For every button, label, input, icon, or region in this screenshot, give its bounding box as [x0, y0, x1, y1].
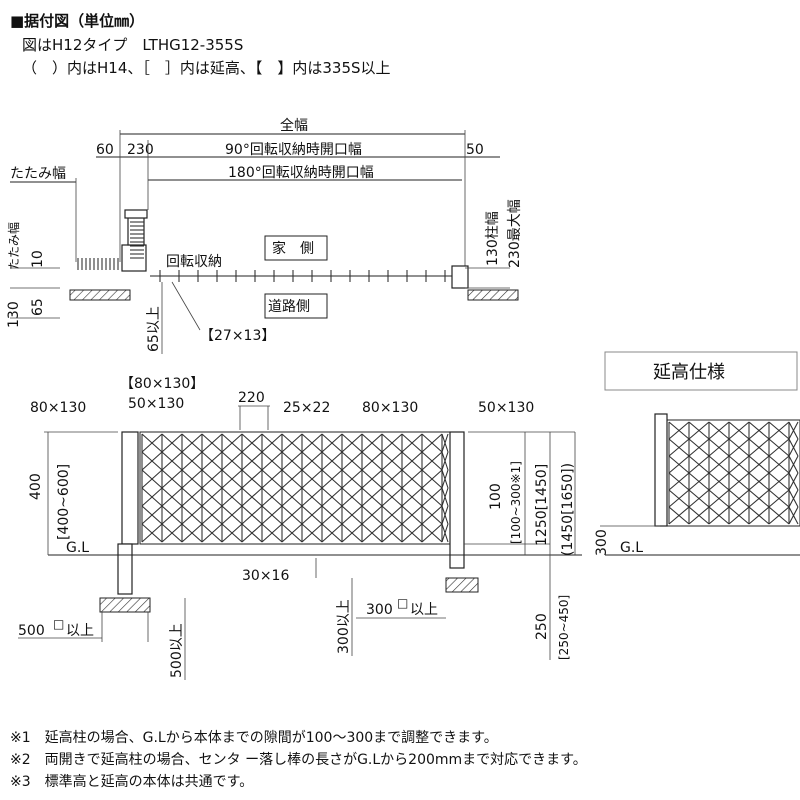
dim-1450: (1450[1650]) — [560, 463, 576, 556]
dim-fold-width-vertical: たたみ幅 — [6, 222, 21, 270]
lattice-body — [141, 433, 449, 543]
header-title: ■据付図（単位㎜） — [10, 12, 144, 30]
label-road-side-box — [264, 293, 328, 319]
dim-80x130-right: 80×130 — [362, 400, 418, 416]
dim-full-width: 全幅 — [280, 117, 308, 134]
elev-right-post — [449, 431, 465, 569]
dim-300-min-h: 300 — [366, 602, 393, 618]
label-house-side: 家 側 — [272, 240, 314, 257]
plan-right-post — [451, 265, 469, 289]
label-rotate-store: 回転収納 — [166, 254, 222, 270]
plan-hatch-left — [69, 289, 131, 301]
front-elevation: 【80×130】 80×130 50×130 220 25×22 80×130 … — [18, 376, 582, 680]
extension-title-box — [604, 351, 798, 391]
dim-max-width-230: 230最大幅 — [507, 199, 523, 268]
dim-500-min-h: 500 — [18, 623, 45, 639]
dim-post-width-130: 130柱幅 — [485, 211, 501, 266]
dim-130-left: 130 — [6, 301, 22, 328]
dim-50x130-left: 50×130 — [128, 396, 184, 412]
extension-gl-label: G.L — [620, 540, 643, 556]
dim-1250: 1250[1450] — [534, 464, 550, 546]
dim-100: 100 — [488, 483, 504, 510]
dim-65-min: 65以上 — [146, 306, 162, 352]
dim-500-min-h-suffix: 以上 — [66, 623, 94, 639]
footnotes: ※1 延高柱の場合、G.Lから本体までの隙間が100～300まで調整できます。 … — [10, 729, 587, 790]
dim-25x22: 25×22 — [283, 400, 330, 416]
plan-hatch-right — [467, 289, 519, 301]
elev-left-post — [121, 431, 139, 545]
note-1: ※1 延高柱の場合、G.Lから本体までの隙間が100～300まで調整できます。 — [10, 729, 498, 746]
dim-bracket-27x13: 【27×13】 — [200, 328, 275, 344]
dim-80x130-left: 80×130 — [30, 400, 86, 416]
header-legend: （ ）内はH14、［ ］内は延高、【 】内は335S以上 — [22, 59, 391, 77]
dim-bracket-80x130: 【80×130】 — [120, 376, 204, 392]
dim-50-top: 50 — [466, 142, 484, 158]
dim-50x130-right: 50×130 — [478, 400, 534, 416]
header-model: 図はH12タイプ LTHG12-355S — [22, 36, 243, 54]
dim-250-450: [250~450] — [557, 595, 571, 660]
dim-30x16: 30×16 — [242, 568, 289, 584]
dim-10: 10 — [30, 250, 46, 268]
dim-open-90: 90°回転収納時開口幅 — [225, 142, 362, 158]
label-house-side-box — [264, 235, 328, 261]
dim-60: 60 — [96, 142, 114, 158]
dim-300-min-h-square: □ — [397, 596, 408, 610]
plan-view: 全幅 60 230 90°回転収納時開口幅 50 180°回転収納時開口幅 たた… — [6, 117, 523, 354]
folded-lattice-stack — [77, 217, 144, 270]
dim-220: 220 — [238, 390, 265, 406]
dim-open-180: 180°回転収納時開口幅 — [228, 165, 374, 181]
elev-foundation-right — [445, 577, 479, 593]
dim-400: 400 — [28, 473, 44, 500]
dim-400-600: [400~600] — [56, 464, 72, 540]
extension-title: 延高仕様 — [653, 362, 725, 383]
dim-fold-width: たたみ幅 — [10, 166, 66, 182]
label-road-side: 道路側 — [268, 299, 310, 315]
dim-300-min-h-suffix: 以上 — [410, 602, 438, 618]
plan-gate-rods — [159, 270, 446, 282]
elev-foundation-left — [99, 597, 151, 613]
dim-230: 230 — [127, 142, 154, 158]
extension-lattice — [668, 421, 799, 525]
extension-dim-300: 300 — [594, 529, 610, 556]
note-2: ※2 両開きで延高柱の場合、センタ ー落し棒の長さがG.Lから200mmまで対応… — [10, 751, 587, 768]
dim-100-300: [100~300※1] — [509, 461, 523, 544]
note-3: ※3 標準高と延高の本体は共通です。 — [10, 773, 253, 790]
dim-250: 250 — [534, 613, 550, 640]
dim-300-min-v: 300以上 — [336, 599, 352, 654]
extension-spec: 延高仕様 G.L 300 — [594, 351, 800, 556]
gl-label-left: G.L — [66, 540, 89, 556]
dim-65: 65 — [30, 298, 46, 316]
extension-post — [654, 413, 668, 527]
dim-500-min-h-square: □ — [53, 617, 64, 631]
dim-500-min-v: 500以上 — [169, 623, 185, 678]
